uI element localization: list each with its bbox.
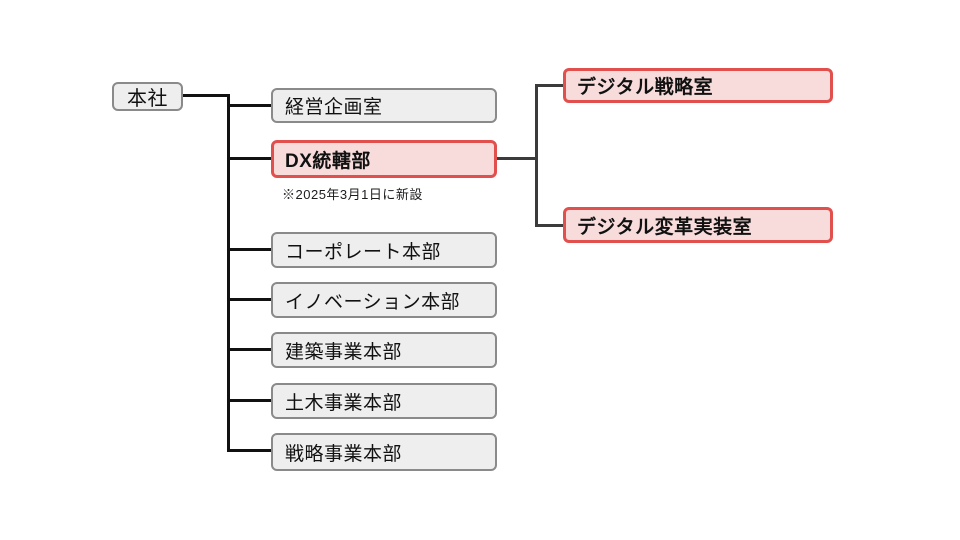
node-head-office: 本社	[112, 82, 183, 111]
node-label: 土木事業本部	[285, 392, 403, 414]
node-corporate-hq: コーポレート本部	[271, 232, 497, 268]
node-label: デジタル戦略室	[577, 77, 714, 98]
node-label: デジタル変革実装室	[577, 216, 753, 238]
node-construction-hq: 建築事業本部	[271, 332, 497, 368]
node-label: コーポレート本部	[285, 241, 442, 263]
node-label: 戦略事業本部	[285, 443, 403, 465]
connector-branch-construction	[229, 348, 271, 351]
node-dx-division: DX統轄部	[271, 140, 497, 178]
node-civil-engineering-hq: 土木事業本部	[271, 383, 497, 419]
node-digital-strategy-office: デジタル戦略室	[563, 68, 833, 103]
connector-trunk-vertical	[227, 94, 230, 452]
connector-branch-strategic	[229, 449, 271, 452]
node-label: 建築事業本部	[285, 341, 403, 363]
connector-branch-digital-strategy	[537, 84, 563, 87]
connector-root-horizontal	[183, 94, 229, 97]
connector-branch-planning	[229, 104, 271, 107]
connector-branch-digital-transformation	[537, 224, 563, 227]
node-strategic-business-hq: 戦略事業本部	[271, 433, 497, 471]
node-label: 本社	[127, 88, 168, 110]
connector-branch-dx	[229, 157, 271, 160]
connector-branch-civil	[229, 399, 271, 402]
node-innovation-hq: イノベーション本部	[271, 282, 497, 318]
note-dx-established: ※2025年3月1日に新設	[282, 187, 423, 202]
node-corporate-planning-office: 経営企画室	[271, 88, 497, 123]
node-label: イノベーション本部	[285, 291, 461, 313]
connector-dx-out-horizontal	[497, 157, 537, 160]
connector-branch-innovation	[229, 298, 271, 301]
connector-dx-vertical	[535, 84, 538, 227]
node-digital-transformation-office: デジタル変革実装室	[563, 207, 833, 243]
connector-branch-corporate	[229, 248, 271, 251]
node-label: 経営企画室	[285, 97, 383, 118]
node-label: DX統轄部	[285, 150, 371, 172]
